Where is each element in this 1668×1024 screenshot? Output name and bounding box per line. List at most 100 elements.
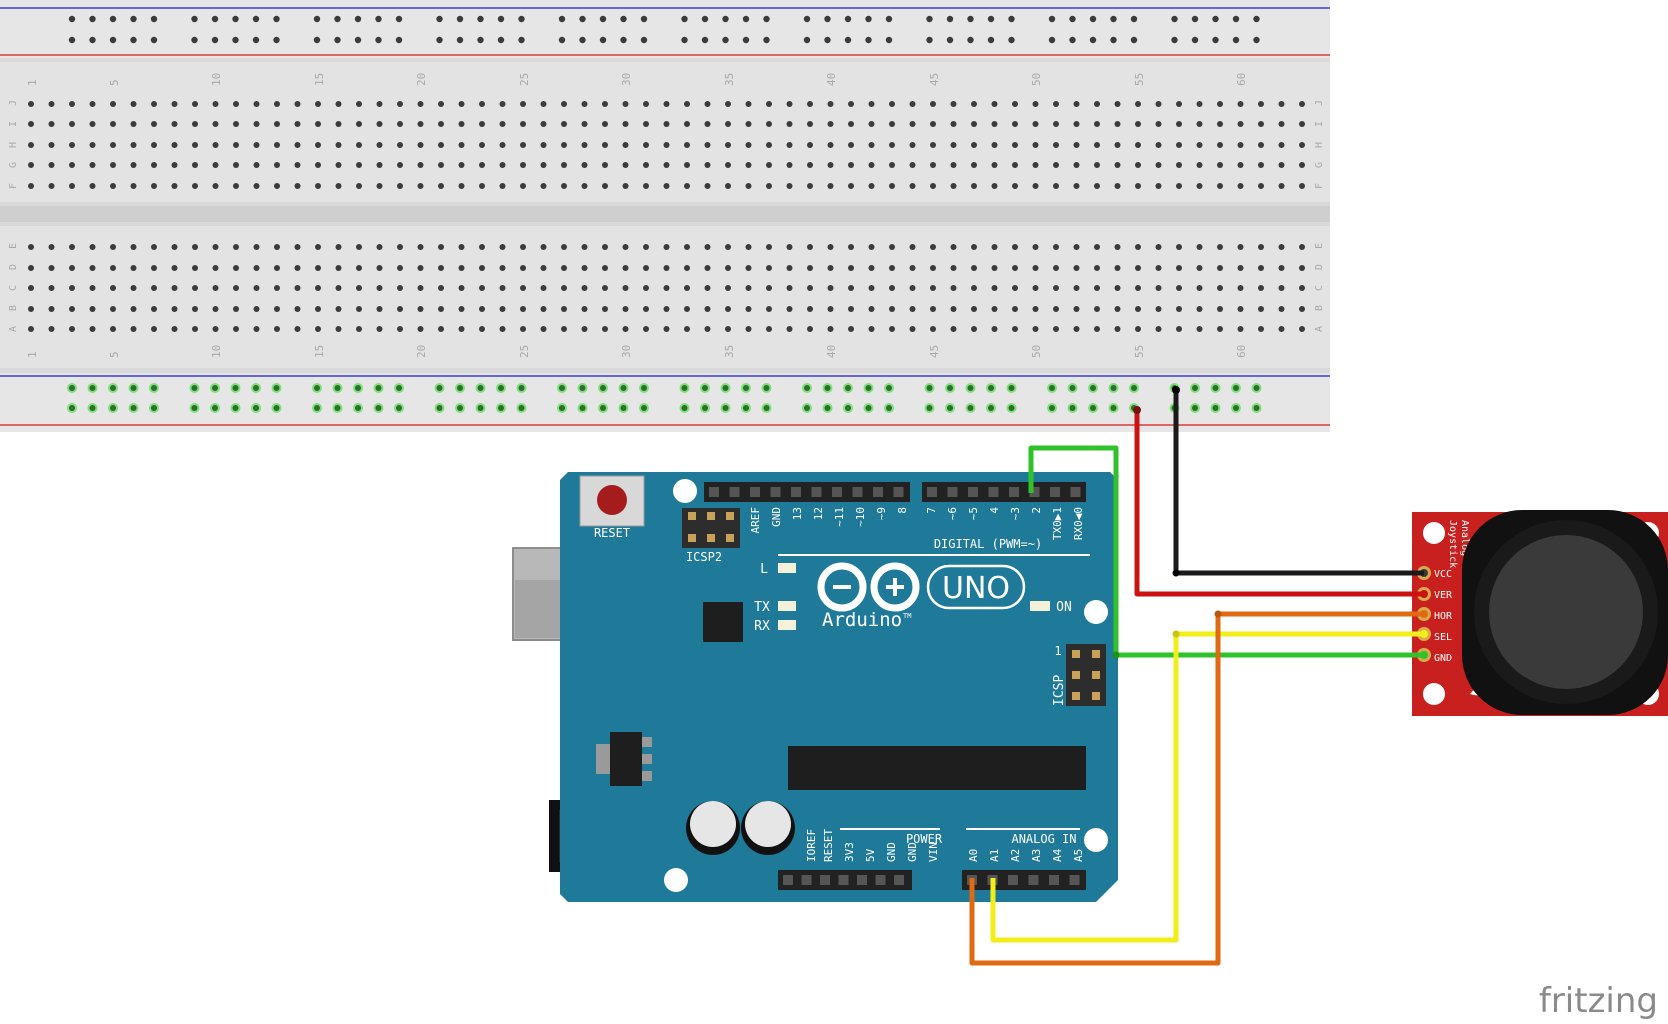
breadboard-hole: [520, 142, 526, 148]
breadboard-hole: [786, 306, 793, 312]
breadboard: 1 5 10 15 20 25 30 35 40 45 50 55 60 1 5…: [0, 0, 1330, 432]
breadboard-hole: [602, 142, 608, 148]
breadboard-hole: [294, 142, 301, 148]
breadboard-hole: [48, 183, 55, 189]
reset-button-cap[interactable]: [597, 485, 627, 515]
breadboard-hole: [561, 183, 567, 189]
breadboard-hole: [1237, 121, 1244, 127]
wire-orange[interactable]: [969, 611, 1424, 966]
breadboard-hole: [848, 265, 854, 271]
breadboard-hole: [1135, 306, 1141, 312]
breadboard-hole: [69, 101, 75, 107]
power-rail-hole: [558, 36, 566, 44]
breadboard-hole: [458, 265, 465, 271]
header-pin: [1069, 875, 1080, 885]
analog-pin-label: A0: [967, 849, 980, 862]
power-rail-hole: [824, 15, 831, 23]
row-letter-right: I: [1314, 121, 1325, 127]
breadboard-hole: [663, 162, 670, 168]
breadboard-hole: [1012, 265, 1018, 271]
wire-end: [1133, 406, 1141, 414]
breadboard-hole: [540, 121, 547, 127]
breadboard-hole: [1032, 121, 1039, 127]
breadboard-hole: [848, 306, 854, 312]
breadboard-hole: [274, 265, 280, 271]
breadboard-hole: [540, 244, 547, 250]
breadboard-hole: [28, 183, 34, 189]
breadboard-hole: [417, 265, 424, 271]
wire-yellow[interactable]: [990, 631, 1424, 943]
joystick-pin-labels: VCC VER HOR SEL GND: [1434, 569, 1453, 664]
breadboard-hole: [1176, 306, 1182, 312]
breadboard-hole: [622, 285, 629, 291]
breadboard-hole: [89, 121, 96, 127]
breadboard-hole: [458, 162, 465, 168]
breadboard-hole: [253, 244, 260, 250]
breadboard-hole: [622, 142, 629, 148]
power-rail-hole: [518, 36, 525, 44]
breadboard-hole: [971, 162, 977, 168]
breadboard-hole: [786, 183, 793, 189]
regulator-leg: [642, 754, 652, 764]
power-rail-hole: [1212, 36, 1219, 44]
breadboard-hole: [950, 142, 957, 148]
breadboard-hole: [1258, 285, 1264, 291]
digital-pin-label: RX0◀0: [1072, 507, 1085, 540]
power-rail-hole: [212, 385, 218, 391]
power-rail-hole: [1069, 405, 1076, 411]
breadboard-hole: [950, 244, 957, 250]
power-rail-hole: [253, 385, 259, 391]
breadboard-hole: [499, 162, 506, 168]
power-rail-hole: [1191, 15, 1199, 23]
breadboard-hole: [130, 121, 137, 127]
breadboard-hole: [745, 265, 752, 271]
breadboard-hole: [376, 183, 383, 189]
header-pin: [893, 487, 904, 497]
breadboard-hole: [827, 142, 834, 148]
breadboard-hole: [253, 265, 260, 271]
breadboard-hole: [786, 285, 793, 291]
breadboard-hole: [1196, 285, 1203, 291]
power-rail-hole: [334, 385, 341, 391]
breadboard-hole: [335, 162, 342, 168]
power-rail-hole: [803, 15, 811, 23]
breadboard-hole: [868, 244, 875, 250]
power-rail-hole: [1008, 15, 1015, 23]
breadboard-holes: [28, 15, 1305, 413]
breadboard-hole: [1135, 183, 1141, 189]
breadboard-hole: [540, 142, 547, 148]
breadboard-hole: [540, 101, 547, 107]
breadboard-hole: [356, 265, 362, 271]
led-l: [778, 563, 796, 573]
column-number: 30: [620, 345, 633, 358]
breadboard-hole: [253, 142, 260, 148]
breadboard-hole: [684, 183, 690, 189]
power-rail-hole: [518, 405, 525, 411]
power-rail-hole: [477, 36, 484, 44]
breadboard-hole: [479, 183, 485, 189]
wire-red[interactable]: [1134, 410, 1424, 597]
breadboard-hole: [458, 285, 465, 291]
power-rail-hole: [150, 15, 158, 23]
breadboard-hole: [110, 306, 116, 312]
power-rail-hole: [497, 15, 505, 23]
breadboard-hole: [171, 183, 178, 189]
breadboard-hole: [499, 306, 506, 312]
power-rail-hole: [252, 36, 260, 44]
breadboard-hole: [458, 183, 465, 189]
digital-pin-label: 2: [1030, 507, 1043, 514]
joystick-thumbstick[interactable]: [1487, 533, 1645, 691]
power-rail-hole: [477, 405, 484, 411]
breadboard-hole: [1217, 162, 1223, 168]
power-rail-hole: [436, 15, 443, 23]
breadboard-hole: [1278, 121, 1285, 127]
breadboard-hole: [1217, 244, 1223, 250]
power-rail-hole: [232, 385, 239, 391]
breadboard-hole: [561, 306, 567, 312]
row-letter-right: H: [1314, 142, 1325, 148]
breadboard-hole: [704, 306, 711, 312]
power-rail-hole: [987, 15, 995, 23]
breadboard-hole: [110, 183, 116, 189]
breadboard-hole: [417, 183, 424, 189]
breadboard-hole: [643, 183, 649, 189]
